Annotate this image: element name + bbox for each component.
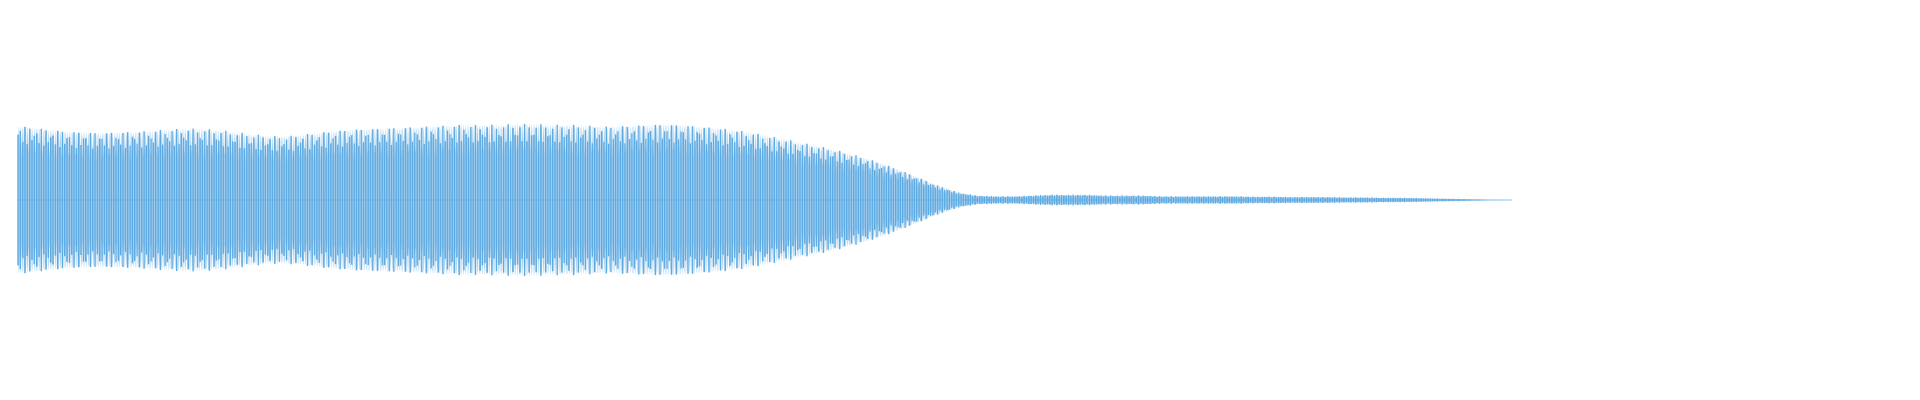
waveform-trace bbox=[17, 124, 1512, 276]
